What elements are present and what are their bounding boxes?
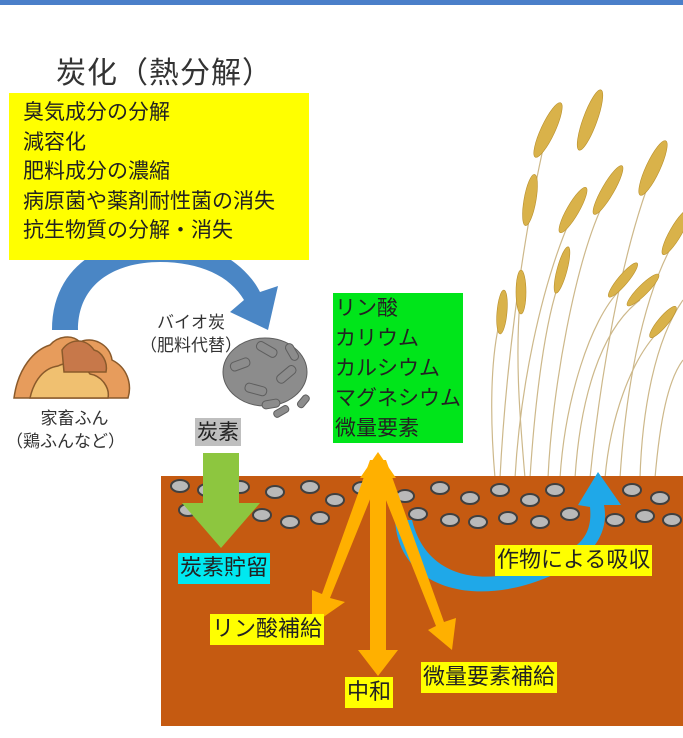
effect-item: 臭気成分の分解	[23, 100, 170, 124]
carbon-storage-label: 炭素貯留	[178, 553, 271, 584]
manure-label-line: 家畜ふん	[40, 409, 109, 429]
nutrient-supply-arrows	[312, 452, 456, 676]
nutrient-item: カルシウム	[335, 356, 440, 380]
biochar-label-line: （肥料代替）	[140, 336, 242, 356]
manure-pile	[13, 336, 131, 399]
carbon-label: 炭素	[195, 418, 241, 446]
effect-item: 抗生物質の分解・消失	[23, 218, 233, 242]
nutrient-item: リン酸	[335, 296, 398, 320]
effect-item: 肥料成分の濃縮	[23, 159, 170, 183]
trace-element-supply-label: 微量要素補給	[421, 662, 558, 693]
effect-item: 減容化	[23, 129, 86, 154]
carbon-storage-arrow	[182, 453, 260, 548]
nutrient-item: カリウム	[335, 326, 419, 350]
blue-cycle-arrow	[52, 238, 278, 330]
page-title: 炭化（熱分解）	[56, 56, 273, 91]
wheat-ears	[496, 89, 683, 338]
biochar-pile	[222, 337, 310, 418]
nutrient-item: マグネシウム	[335, 386, 461, 410]
manure-label-line: （鶏ふんなど）	[6, 432, 125, 452]
neutralization-label: 中和	[345, 677, 394, 708]
top-title-bar	[0, 0, 683, 5]
crop-uptake-label: 作物による吸収	[495, 545, 653, 576]
biochar-label: バイオ炭 （肥料代替）	[140, 312, 242, 358]
biochar-label-line: バイオ炭	[157, 313, 225, 333]
carbonization-effects-box: 臭気成分の分解 減容化 肥料成分の濃縮 病原菌や薬剤耐性菌の消失 抗生物質の分解…	[9, 93, 309, 260]
nutrient-item: 微量要素	[335, 416, 419, 440]
phosphate-supply-label: リン酸補給	[210, 614, 325, 645]
manure-label: 家畜ふん （鶏ふんなど）	[6, 408, 125, 454]
effect-item: 病原菌や薬剤耐性菌の消失	[23, 188, 275, 213]
nutrients-box: リン酸 カリウム カルシウム マグネシウム 微量要素	[333, 293, 463, 443]
